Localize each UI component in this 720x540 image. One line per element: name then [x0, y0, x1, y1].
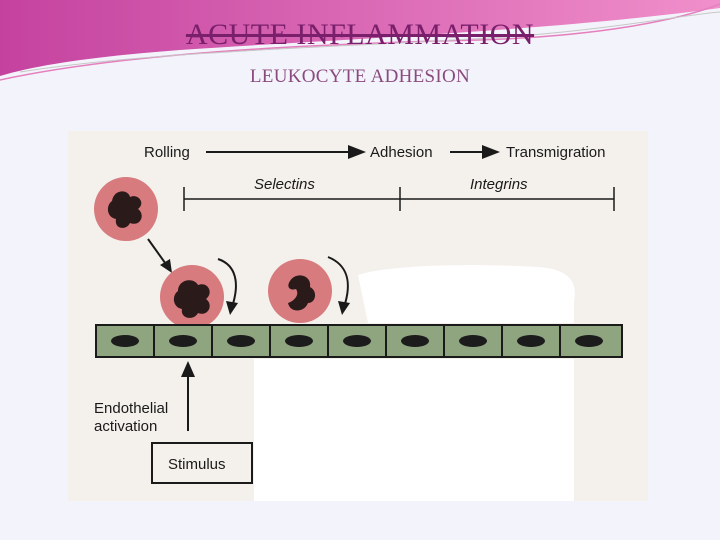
- step-adhesion-label: Adhesion: [370, 144, 433, 161]
- adhesion-arrowhead: [482, 145, 500, 159]
- step-transmigration-label: Transmigration: [506, 144, 605, 161]
- endothelial-activation-label-line1: Endothelial: [94, 400, 168, 417]
- rolling-curved-arrowhead-2: [338, 301, 350, 315]
- endothelium-layer: [95, 324, 623, 358]
- activation-arrowhead: [181, 361, 195, 377]
- endothelial-activation-label-line2: activation: [94, 418, 157, 435]
- rolling-curved-arrow-1: [217, 258, 237, 308]
- stimulus-label: Stimulus: [168, 456, 226, 473]
- step-rolling-label: Rolling: [144, 144, 190, 161]
- masked-region: [358, 265, 575, 323]
- descent-arrowhead: [160, 259, 172, 273]
- rolling-curved-arrow-2: [327, 256, 349, 308]
- rolling-curved-arrowhead-1: [226, 301, 238, 315]
- leukocyte-rolling: [94, 177, 158, 241]
- top-wave-line-2: [19, 11, 720, 73]
- rolling-arrowhead: [348, 145, 366, 159]
- phase-integrins-label: Integrins: [470, 176, 528, 193]
- slide-subtitle: LEUKOCYTE ADHESION: [249, 66, 471, 87]
- stimulus-box: [151, 442, 253, 484]
- phase-selectins-label: Selectins: [254, 176, 315, 193]
- masked-region-lower: [254, 359, 574, 501]
- leukocyte-rolling-3: [268, 259, 332, 323]
- leukocyte-adhesion-diagram: Rolling Adhesion Transmigration Selectin…: [68, 131, 648, 501]
- leukocyte-rolling-2: [160, 265, 224, 329]
- slide-title: ACUTE INFLAMMATION: [185, 18, 535, 51]
- top-wave-band: [0, 0, 720, 76]
